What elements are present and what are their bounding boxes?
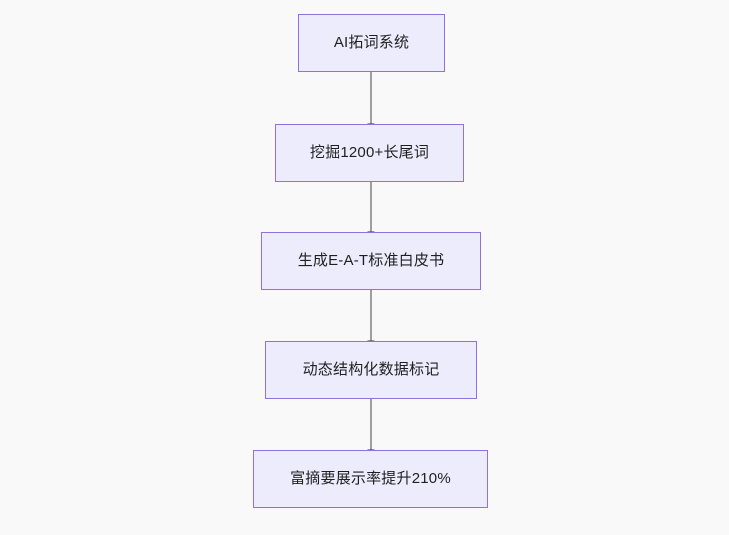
flowchart-node-generate-eat-whitepaper[interactable]: 生成E-A-T标准白皮书 [261, 232, 481, 290]
node-label: AI拓词系统 [333, 34, 410, 51]
node-label: 富摘要展示率提升210% [290, 470, 451, 487]
node-label: 挖掘1200+长尾词 [309, 144, 430, 161]
flowchart-node-ai-keyword-system[interactable]: AI拓词系统 [298, 14, 445, 72]
node-label: 动态结构化数据标记 [302, 361, 440, 378]
node-label: 生成E-A-T标准白皮书 [297, 252, 445, 269]
flowchart-node-dynamic-structured-data-markup[interactable]: 动态结构化数据标记 [265, 341, 477, 399]
flowchart-node-mine-longtail-keywords[interactable]: 挖掘1200+长尾词 [275, 124, 464, 182]
flowchart-node-rich-snippet-impression-lift[interactable]: 富摘要展示率提升210% [253, 450, 488, 508]
